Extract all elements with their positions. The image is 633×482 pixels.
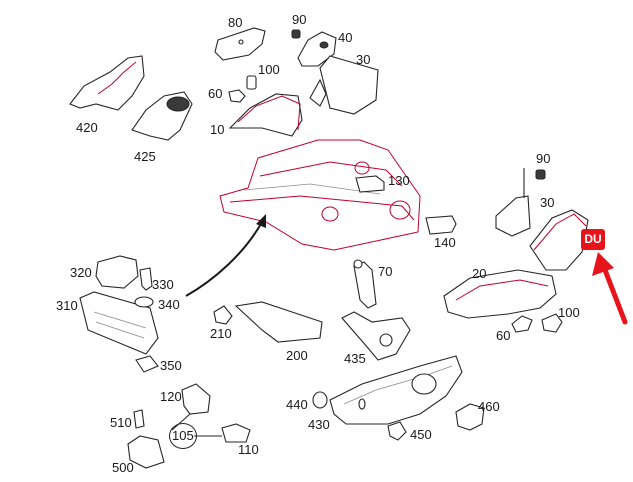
- label-80: 80: [228, 15, 243, 30]
- label-60-top: 60: [208, 86, 223, 101]
- part-425-mesh: [166, 96, 190, 112]
- part-20-trim-frame: [455, 279, 549, 301]
- part-90b-screw[interactable]: [535, 169, 546, 180]
- part-450-screw[interactable]: [387, 421, 407, 441]
- label-460: 460: [478, 399, 500, 414]
- part-100-screw[interactable]: [246, 75, 257, 90]
- part-430-trim-frame: [343, 365, 453, 405]
- arrow-assembly: [185, 221, 263, 297]
- part-seat-frame-gear-3: [354, 161, 370, 175]
- label-90-right: 90: [536, 151, 551, 166]
- part-435-assembly[interactable]: [341, 311, 411, 361]
- label-100-top: 100: [258, 62, 280, 77]
- part-20-trim[interactable]: [443, 269, 557, 319]
- part-10-frame: [237, 95, 301, 131]
- arrow-assembly-head: [256, 214, 266, 228]
- label-70: 70: [378, 264, 393, 279]
- part-310-panel[interactable]: [79, 291, 159, 355]
- part-310-rib-1: [93, 311, 147, 329]
- part-435-hub: [379, 333, 393, 347]
- part-seat-frame-gear-2: [389, 200, 411, 220]
- part-30b-bracket[interactable]: [495, 195, 531, 237]
- label-510: 510: [110, 415, 132, 430]
- label-60-right: 60: [496, 328, 511, 343]
- part-350-clip[interactable]: [135, 355, 159, 373]
- label-435: 435: [344, 351, 366, 366]
- label-30-right: 30: [540, 195, 555, 210]
- label-420: 420: [76, 120, 98, 135]
- part-seat-frame-rail-2: [259, 161, 403, 187]
- part-320-bracket[interactable]: [95, 255, 139, 289]
- label-105-circle: [169, 423, 197, 449]
- part-440-cap[interactable]: [312, 391, 328, 409]
- part-30-bracket[interactable]: [319, 55, 379, 115]
- part-430-hole-1: [358, 398, 366, 410]
- part-430-recess: [411, 373, 437, 395]
- part-60-screw[interactable]: [228, 89, 246, 103]
- label-110: 110: [238, 442, 259, 457]
- part-120-clip[interactable]: [181, 383, 211, 415]
- part-40-cap[interactable]: [297, 31, 337, 67]
- part-seat-frame[interactable]: [219, 139, 421, 251]
- part-40-hole: [319, 41, 329, 49]
- part-cover-highlighted-frame: [533, 213, 587, 251]
- label-120: 120: [160, 389, 182, 404]
- red-indicator-arrow-head: [592, 252, 614, 276]
- label-30-top: 30: [356, 52, 371, 67]
- du-badge[interactable]: DU: [581, 229, 605, 250]
- part-seat-frame-rail-1: [229, 195, 415, 221]
- part-420-trim[interactable]: [69, 55, 145, 111]
- part-460-knob[interactable]: [455, 403, 485, 431]
- label-140: 140: [434, 235, 456, 250]
- label-350: 350: [160, 358, 182, 373]
- label-450: 450: [410, 427, 432, 442]
- label-210: 210: [210, 326, 232, 341]
- label-430: 430: [308, 417, 330, 432]
- part-80-hole: [238, 39, 244, 45]
- part-210-screw[interactable]: [213, 305, 233, 325]
- label-10: 10: [210, 122, 225, 137]
- part-100b-screw[interactable]: [541, 313, 563, 333]
- label-90-top: 90: [292, 12, 307, 27]
- part-330-screw[interactable]: [139, 267, 153, 291]
- label-130: 130: [388, 173, 410, 188]
- part-420-detail: [97, 61, 137, 95]
- label-20: 20: [472, 266, 487, 281]
- red-indicator-arrow: [602, 267, 628, 325]
- part-70-link[interactable]: [353, 261, 377, 309]
- label-105: 105: [172, 428, 194, 443]
- part-seat-frame-gear-1: [321, 206, 339, 222]
- part-200-bracket[interactable]: [234, 301, 323, 343]
- part-500-clip[interactable]: [127, 435, 165, 469]
- part-seat-frame-rail-3: [243, 183, 381, 195]
- part-310-rib-2: [95, 321, 145, 339]
- part-340-washer[interactable]: [134, 296, 154, 308]
- part-510-screw[interactable]: [133, 409, 145, 429]
- part-60b-screw[interactable]: [511, 315, 533, 333]
- label-40: 40: [338, 30, 353, 45]
- label-340: 340: [158, 297, 180, 312]
- part-110-clip[interactable]: [221, 423, 251, 443]
- label-425: 425: [134, 149, 156, 164]
- part-430-trim[interactable]: [329, 355, 463, 425]
- part-90-screw[interactable]: [291, 29, 301, 39]
- part-130-clip[interactable]: [355, 175, 385, 193]
- label-310: 310: [56, 298, 78, 313]
- label-500: 500: [112, 460, 134, 475]
- label-330: 330: [152, 277, 174, 292]
- label-200: 200: [286, 348, 308, 363]
- part-70-pin: [353, 259, 363, 269]
- part-140-clip[interactable]: [425, 215, 457, 235]
- part-30-bracket-inner: [309, 78, 327, 107]
- label-100-right: 100: [558, 305, 580, 320]
- label-440: 440: [286, 397, 308, 412]
- label-320: 320: [70, 265, 92, 280]
